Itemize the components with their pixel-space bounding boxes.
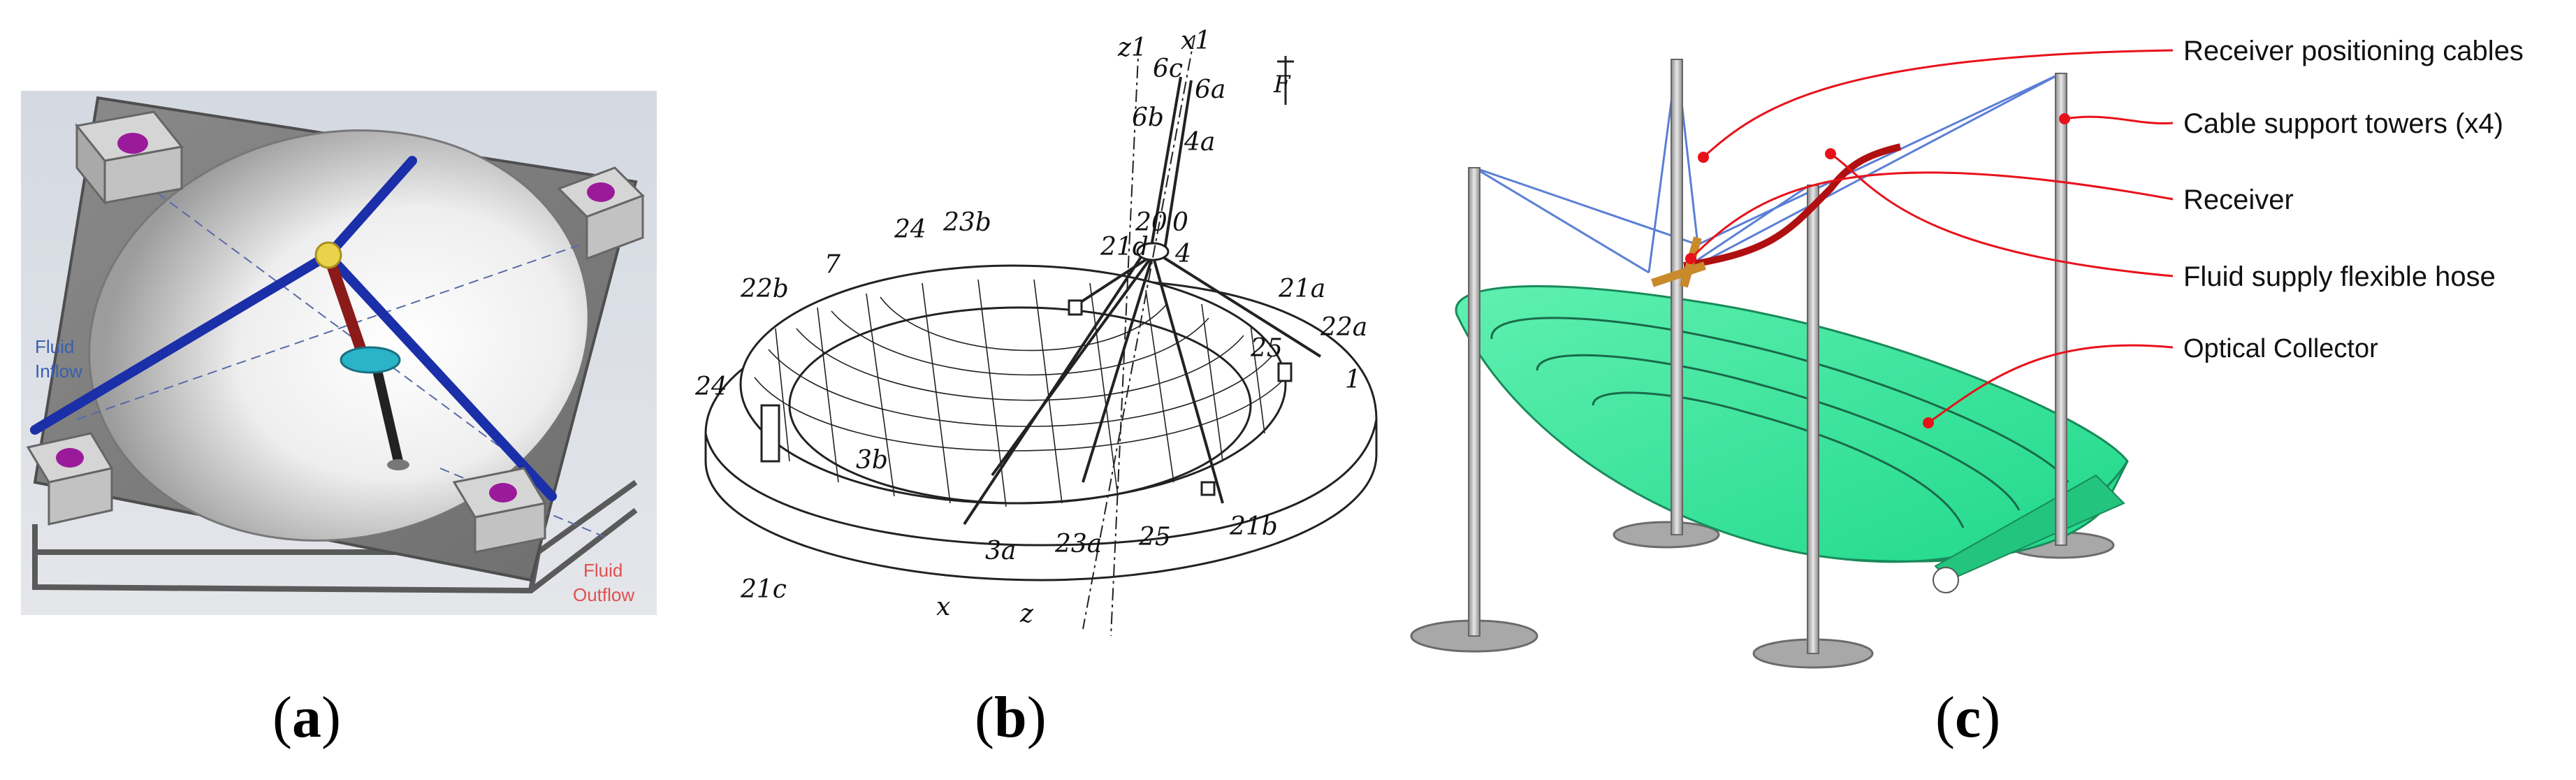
receiver-hub (340, 346, 401, 374)
caption-c: (c) (1935, 685, 2001, 750)
optical-collector (1455, 285, 2129, 593)
fluid-inflow-label: Fluid (35, 336, 74, 357)
callout-fluid-supply-hose: Fluid supply flexible hose (2183, 261, 2496, 292)
receiver-shaft (372, 369, 403, 463)
positioning-cables (1473, 59, 2062, 281)
callout-receiver: Receiver (2183, 185, 2294, 215)
motor-box-bottom-right (452, 467, 547, 554)
label-20: 20 (1135, 208, 1167, 237)
label-4a: 4a (1184, 128, 1215, 157)
receiver-joint (314, 241, 342, 269)
label-21b: 21b (1229, 512, 1278, 541)
flexible-hose (1683, 143, 1902, 269)
fluid-outflow-label: Fluid (583, 560, 623, 581)
label-z1: z1 (1117, 34, 1147, 62)
label-22b: 22b (740, 275, 789, 303)
label-23b: 23b (943, 208, 991, 237)
caption-a: (a) (272, 685, 341, 750)
label-21a: 21a (1278, 275, 1325, 303)
patent-line-drawing (704, 34, 1378, 637)
receiver-mast (323, 253, 369, 359)
label-21d: 21d (1100, 233, 1149, 261)
caption-b: (b) (975, 685, 1047, 750)
label-25-bottom: 25 (1138, 523, 1171, 551)
panel-b-patent-drawing: z1 x1 6c 6a 6b 4a 20 0 4 21d 21a 24 23b … (692, 27, 1383, 650)
label-z: z (1019, 600, 1034, 628)
label-24-left: 24 (694, 373, 727, 401)
label-7: 7 (824, 250, 841, 279)
label-6b: 6b (1132, 103, 1164, 132)
receiver-arms (30, 156, 557, 501)
motor-box-top-right (557, 166, 645, 261)
label-21c: 21c (740, 575, 787, 604)
label-6a: 6a (1195, 75, 1225, 104)
label-0: 0 (1172, 208, 1188, 237)
label-1: 1 (1345, 366, 1361, 394)
dish-dome (88, 129, 590, 542)
axis-lines (76, 174, 609, 539)
fluid-inflow-label-2: Inflow (35, 361, 82, 382)
label-3a: 3a (985, 537, 1016, 565)
label-3b: 3b (856, 446, 888, 475)
motor-box-top-left (75, 110, 184, 206)
label-24-top: 24 (894, 215, 926, 244)
callout-optical-collector: Optical Collector (2183, 334, 2378, 363)
callout-receiver-positioning-cables: Receiver positioning cables (2183, 36, 2524, 66)
panel-c-cable-collector: Receiver positioning cables Cable suppor… (1397, 28, 2571, 699)
caption-a-letter: a (291, 685, 321, 750)
label-f: F (1273, 71, 1291, 99)
label-x1: x1 (1181, 28, 1211, 55)
label-6c: 6c (1153, 55, 1183, 83)
label-23a: 23a (1054, 530, 1102, 558)
motor-box-bottom-left (26, 432, 114, 526)
cable-support-towers (1468, 59, 2067, 654)
panel-a-render: Fluid Inflow Fluid Outflow (21, 91, 657, 615)
callout-leaders (1689, 49, 2174, 424)
label-4: 4 (1174, 240, 1191, 268)
label-x: x (936, 593, 950, 621)
callout-dots (1685, 113, 2070, 428)
label-22a: 22a (1320, 313, 1367, 342)
shaft-foot (387, 459, 409, 470)
label-25-right: 25 (1250, 334, 1283, 363)
caption-b-letter: b (994, 685, 1027, 750)
caption-c-letter: c (1954, 685, 1981, 750)
callout-cable-support-towers: Cable support towers (x4) (2183, 108, 2503, 139)
fluid-outflow-label-2: Outflow (573, 584, 634, 605)
